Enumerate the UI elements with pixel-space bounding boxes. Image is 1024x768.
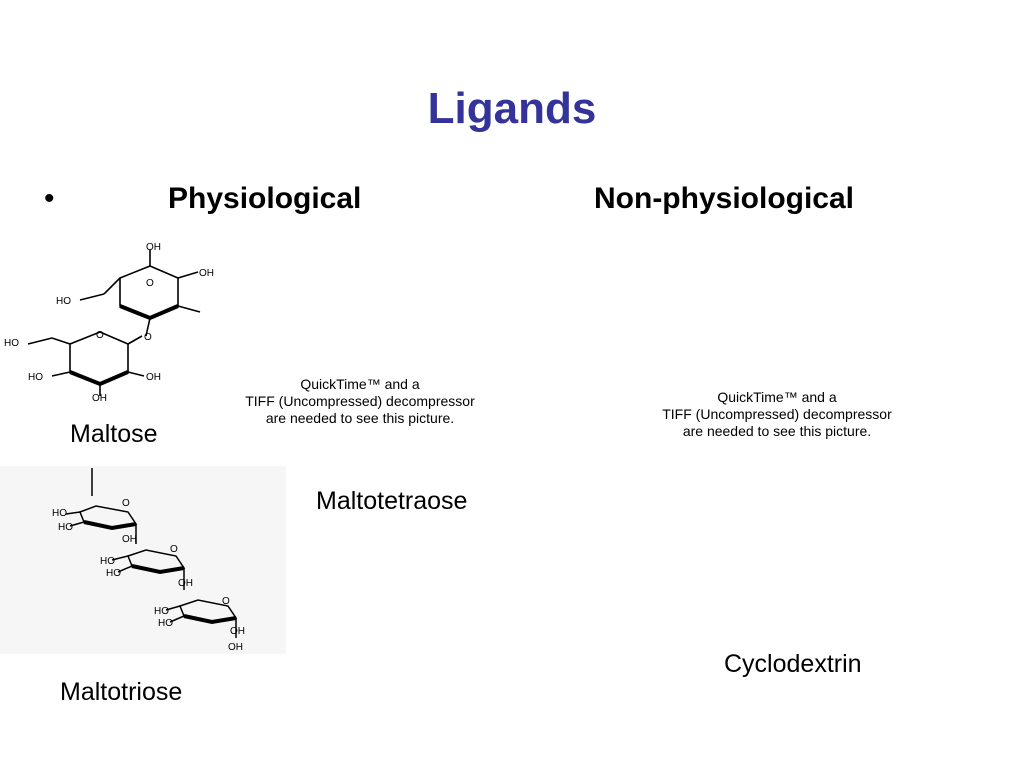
- atom-label: OH: [178, 578, 193, 589]
- quicktime-placeholder-maltotetraose: QuickTime™ and a TIFF (Uncompressed) dec…: [245, 376, 475, 426]
- atom-label: OH: [146, 242, 161, 253]
- label-maltotriose: Maltotriose: [60, 678, 183, 706]
- atom-label: HO: [100, 556, 115, 567]
- atom-label: OH: [92, 393, 107, 403]
- atom-label: HO: [106, 568, 121, 579]
- label-maltose: Maltose: [70, 420, 158, 448]
- atom-label: HO: [4, 338, 19, 349]
- atom-label: HO: [58, 522, 73, 533]
- atom-label: OH: [146, 372, 161, 383]
- atom-label: HO: [28, 372, 43, 383]
- maltose-structure-image: OH OH O HO O O HO HO OH OH: [4, 242, 214, 403]
- quicktime-placeholder-cyclodextrin: QuickTime™ and a TIFF (Uncompressed) dec…: [662, 389, 892, 439]
- atom-label: O: [146, 278, 154, 289]
- atom-label: OH: [199, 268, 214, 279]
- atom-label: OH: [122, 534, 137, 545]
- maltotriose-atom-labels: HO HO O OH HO HO O OH HO HO O OH OH: [52, 498, 245, 653]
- atom-label: HO: [158, 618, 173, 629]
- bullet-marker: •: [44, 182, 55, 215]
- atom-label: O: [144, 332, 152, 343]
- label-maltotetraose: Maltotetraose: [316, 487, 468, 515]
- atom-label: O: [96, 330, 104, 341]
- atom-label: O: [222, 596, 230, 607]
- maltotriose-structure-image: HO HO O OH HO HO O OH HO HO O OH OH: [0, 466, 286, 654]
- atom-label: O: [122, 498, 130, 509]
- atom-label: OH: [228, 642, 243, 653]
- slide-title: Ligands: [427, 84, 597, 133]
- atom-label: OH: [230, 626, 245, 637]
- atom-label: HO: [56, 296, 71, 307]
- atom-label: HO: [52, 508, 67, 519]
- heading-physiological: Physiological: [168, 182, 362, 215]
- atom-label: O: [170, 544, 178, 555]
- maltose-atom-labels: OH OH O HO O O HO HO OH OH: [4, 242, 214, 403]
- label-cyclodextrin: Cyclodextrin: [724, 650, 862, 678]
- heading-non-physiological: Non-physiological: [594, 182, 855, 215]
- atom-label: HO: [154, 606, 169, 617]
